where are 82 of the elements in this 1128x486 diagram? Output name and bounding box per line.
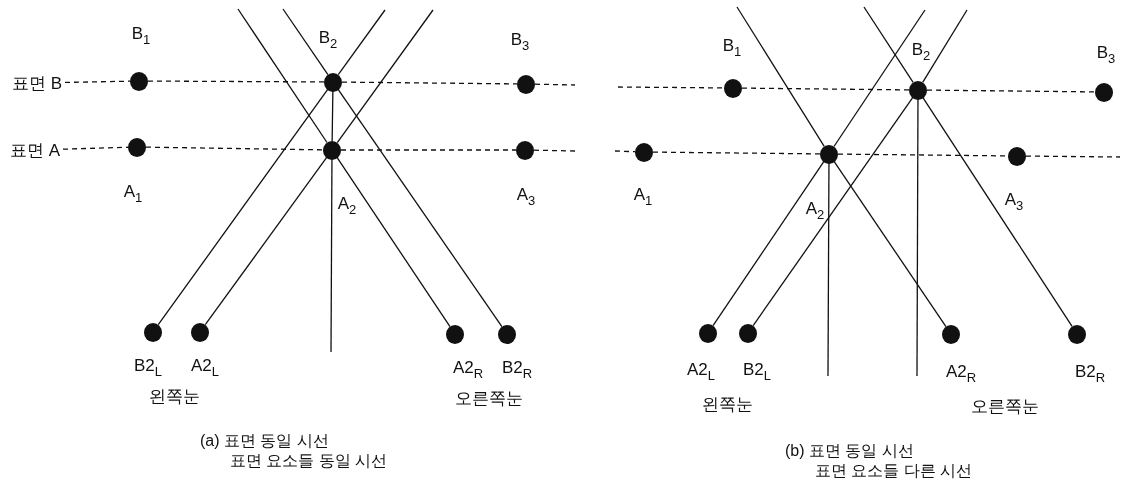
- point-dot: [144, 322, 162, 342]
- dashed-line: [340, 149, 517, 151]
- sight-line: [337, 9, 386, 76]
- point-label: A$_{2}$: [805, 199, 825, 217]
- point-dot: [820, 144, 838, 164]
- dashed-line: [741, 87, 910, 91]
- point-dot: [699, 323, 717, 343]
- sight-line: [827, 162, 830, 377]
- sight-line: [736, 6, 825, 147]
- sight-line: [922, 9, 968, 83]
- sight-line: [204, 156, 328, 326]
- point-dot: [739, 323, 757, 343]
- sight-line: [833, 160, 947, 328]
- point-label: A$_{2}$: [337, 194, 357, 212]
- point-label: A$_{3}$: [516, 185, 536, 203]
- surface-label: 표면 A: [10, 141, 61, 159]
- dashed-line: [652, 151, 821, 155]
- point-dot: [635, 142, 653, 162]
- sight-line: [330, 158, 333, 353]
- point-label: A2$_{L}$: [687, 360, 715, 378]
- dashed-line: [64, 80, 131, 84]
- eye-label: 왼쪽눈: [701, 395, 753, 413]
- point-label: B$_{1}$: [131, 24, 151, 42]
- point-dot: [128, 137, 146, 157]
- point-label: A$_{3}$: [1004, 190, 1024, 208]
- point-dot: [191, 322, 209, 342]
- sight-line: [237, 8, 328, 144]
- sight-line: [331, 90, 334, 142]
- surface-label: 표면 B: [12, 74, 63, 92]
- point-label: B$_{1}$: [722, 36, 742, 54]
- point-dot: [516, 140, 534, 160]
- sight-line: [712, 160, 825, 327]
- eye-label: 오른쪽눈: [971, 397, 1039, 415]
- eye-label: 오른쪽눈: [455, 389, 523, 407]
- sight-line: [336, 156, 451, 328]
- point-dot: [1008, 146, 1026, 166]
- dashed-line: [147, 80, 325, 83]
- sight-line: [752, 96, 914, 327]
- point-dot: [446, 324, 464, 344]
- sight-line: [337, 88, 503, 328]
- point-dot: [323, 140, 341, 160]
- caption: (b) 표면 동일 시선 표면 요소들 다른 시선: [785, 441, 973, 481]
- point-dot: [324, 72, 342, 92]
- sight-line: [922, 96, 1073, 328]
- caption: (a) 표면 동일 시선 표면 요소들 동일 시선: [200, 431, 388, 471]
- point-label: B2$_{L}$: [134, 356, 162, 374]
- dashed-line: [534, 83, 576, 86]
- point-label: A$_{1}$: [123, 182, 143, 200]
- point-label: A2$_{R}$: [452, 358, 484, 376]
- point-dot: [942, 324, 960, 344]
- dashed-line: [926, 89, 1096, 93]
- point-dot: [724, 78, 742, 98]
- dashed-line: [617, 86, 725, 89]
- point-label: B2$_{R}$: [501, 358, 533, 376]
- dashed-line: [145, 146, 324, 151]
- point-label: A2$_{R}$: [945, 362, 977, 380]
- point-dot: [517, 74, 535, 94]
- point-dot: [1095, 82, 1113, 102]
- point-label: B$_{3}$: [510, 30, 530, 48]
- point-dot: [498, 324, 516, 344]
- point-label: B$_{3}$: [1096, 43, 1116, 61]
- dashed-line: [341, 81, 518, 85]
- point-dot: [909, 80, 927, 100]
- sight-line: [863, 6, 914, 84]
- point-label: A2$_{L}$: [191, 356, 219, 374]
- sight-line: [282, 8, 329, 76]
- point-label: B2$_{R}$: [1074, 362, 1106, 380]
- point-dot: [1068, 324, 1086, 344]
- dashed-line: [62, 146, 129, 150]
- sight-line: [833, 9, 926, 148]
- sight-line: [336, 9, 434, 144]
- sight-line: [157, 88, 329, 326]
- sight-line: [916, 98, 919, 377]
- point-dot: [130, 71, 148, 91]
- point-label: B$_{2}$: [318, 28, 338, 46]
- eye-label: 왼쪽눈: [148, 387, 200, 405]
- dashed-line: [1025, 155, 1121, 158]
- point-label: B$_{2}$: [911, 40, 931, 58]
- dashed-line: [533, 149, 576, 152]
- point-label: B2$_{L}$: [743, 360, 771, 378]
- dashed-line: [614, 150, 636, 153]
- point-label: A$_{1}$: [633, 185, 653, 203]
